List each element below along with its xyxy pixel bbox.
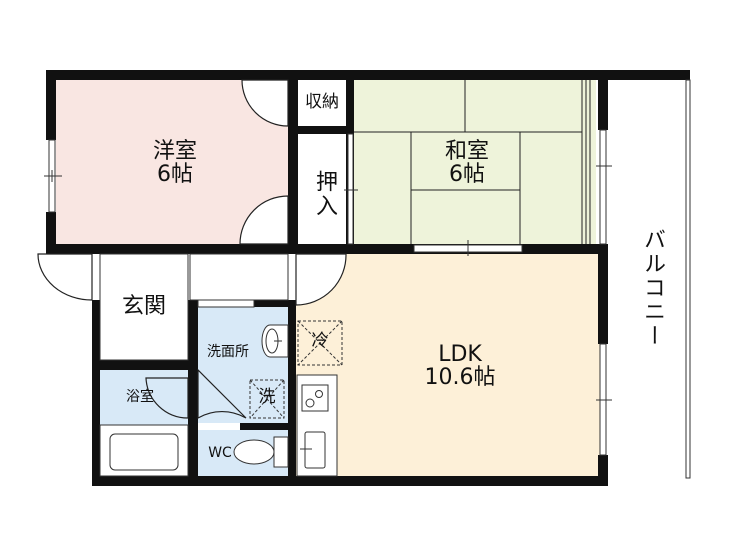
ldk-label: LDK 10.6帖 [400, 343, 520, 389]
washroom-label: 洗面所 [207, 344, 249, 360]
wc-label: WC [208, 445, 232, 461]
fridge-icon: 冷 [311, 331, 329, 351]
wall-storage-bottom [288, 126, 350, 134]
wall-left-upper [46, 70, 56, 140]
bathroom-label: 浴室 [126, 389, 154, 405]
wall-western-right [288, 70, 298, 254]
closet-label: 押入 [312, 170, 337, 218]
entrance-label: 玄関 [121, 294, 166, 319]
wall-mid-horizontal [46, 244, 606, 254]
wall-left-upper2 [46, 212, 56, 254]
wall-entrance-bottom [92, 360, 198, 370]
storage-label: 収納 [305, 92, 339, 112]
japanese-room [354, 80, 596, 244]
wall-wash-top [254, 300, 296, 307]
wall-bottom [92, 476, 608, 486]
wall-wash-left [188, 300, 198, 486]
ldk-room [296, 252, 600, 478]
japanese-room-label: 和室 6帖 [412, 140, 522, 186]
japanese-room-size: 6帖 [449, 162, 485, 188]
balcony-label: バルコニー [640, 228, 665, 348]
ldk-name: LDK [438, 342, 482, 367]
wall-ldk-right [598, 244, 608, 344]
western-room-name: 洋室 [152, 139, 197, 164]
ldk-size: 10.6帖 [424, 365, 496, 391]
japanese-room-name: 和室 [444, 139, 489, 164]
wall-entrance-left [92, 300, 100, 486]
western-room-label: 洋室 6帖 [120, 140, 230, 186]
western-room-size: 6帖 [157, 162, 193, 188]
wall-japanese-right [598, 70, 608, 130]
wall-top [46, 70, 690, 80]
washer-icon: 洗 [258, 387, 276, 407]
wall-ldk-right-lower [598, 455, 608, 485]
wall-ldk-left [288, 300, 296, 486]
wall-wc-top [240, 423, 296, 430]
